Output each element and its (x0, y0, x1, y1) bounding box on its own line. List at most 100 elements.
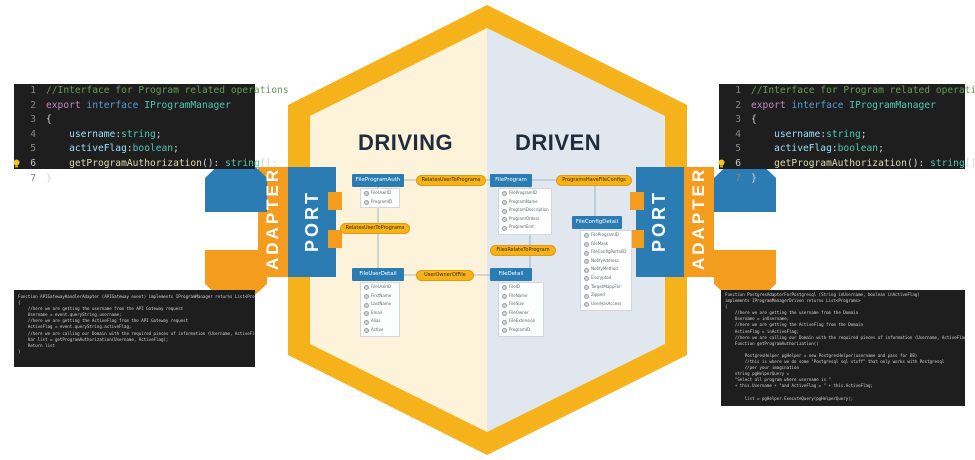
code-line: 7} (14, 172, 255, 187)
entity-field: FileExtension (499, 317, 543, 326)
line-number: 1 (735, 85, 741, 96)
code-line: 7} (719, 172, 965, 187)
code-token: string (826, 128, 861, 140)
code-token: : (820, 128, 827, 140)
code-token: activeFlag (751, 143, 832, 155)
driven-label: DRIVEN (515, 130, 602, 155)
entity-field: ProgramID (361, 198, 399, 207)
code-token: getProgramAuthorization (46, 157, 202, 169)
entity-fileprogramauth-title: FileProgramAuth (352, 174, 404, 187)
entity-field: FileOwner (499, 309, 543, 318)
entity-field: UserHasAccess (581, 300, 631, 309)
code-token: } (46, 172, 52, 184)
code-token: username (751, 128, 821, 140)
code-token: IProgramManager (849, 99, 936, 111)
entity-field: Zipped (581, 291, 631, 300)
entity-fileprogram-title: FileProgram (490, 174, 532, 187)
entity-field: ProgramEnd (499, 223, 551, 232)
entity-fileprogram-fields: FileProgramID ProgramName ProgramDescrip… (498, 188, 552, 235)
line-number: 5 (735, 143, 741, 155)
entity-field: FileSize (499, 300, 543, 309)
code-line: 6 getProgramAuthorization(): string[]; (13, 157, 277, 172)
code-token: activeFlag (46, 143, 127, 155)
code-token: string (225, 157, 260, 169)
entity-field: ProgramID (499, 326, 543, 335)
line-number: 2 (30, 99, 36, 111)
code-line: 4 username:string; (719, 128, 965, 143)
code-token: (): (201, 157, 226, 169)
code-token: export (46, 99, 87, 111)
code-token: []; (964, 157, 975, 169)
line-number: 6 (30, 157, 36, 169)
right-port-adapter (630, 167, 714, 277)
line-number: 7 (735, 172, 741, 184)
entity-fileuserdetail-fields: FileUserID FirstName LastName Email Alia… (360, 282, 400, 337)
entity-fileconfigdetail-title: FileConfigDetail (572, 216, 622, 229)
entity-filedetail-title: FileDetail (490, 268, 532, 281)
code-token: string (121, 128, 156, 140)
lightbulb-icon[interactable] (13, 159, 20, 168)
code-token: { (751, 114, 757, 126)
code-token: interface (791, 99, 850, 111)
right-top-code-panel: 1 //Interface for Program related operati… (718, 84, 975, 184)
line-number: 3 (30, 114, 36, 126)
entity-field: FileMask (581, 240, 631, 249)
left-adapter-label: ADAPTER (263, 166, 282, 270)
entity-field: ProgramOrders (499, 215, 551, 224)
entity-field: Email (361, 309, 399, 318)
entity-field: FileUserID (361, 283, 399, 292)
code-token: interface (86, 99, 145, 111)
entity-field: FileUserID (361, 189, 399, 198)
entity-field: FileName (499, 292, 543, 301)
entity-fileuserdetail-title: FileUserDetail (352, 268, 404, 281)
code-token: export (751, 99, 792, 111)
right-bottom-code-panel: Function PostgresAdapterForPostgresql (S… (721, 290, 965, 406)
line-number: 2 (735, 99, 741, 111)
entity-field: Active (361, 326, 399, 335)
line-number: 7 (30, 172, 36, 184)
code-line: 3{ (719, 113, 965, 128)
entity-fileconfigdetail-fields: FileProgramID FileMask FileConfigPortalI… (580, 230, 632, 311)
entity-fileprogramauth-fields: FileUserID ProgramID (360, 188, 400, 208)
relation-pill: RelatesUserToPrograms (416, 175, 486, 186)
code-token: : (831, 143, 838, 155)
entity-field: LastName (361, 300, 399, 309)
line-number: 5 (30, 143, 36, 155)
line-number: 4 (735, 128, 741, 140)
right-port-label: PORT (649, 189, 669, 252)
entity-field: FileID (499, 283, 543, 292)
entity-field: ProgramDescription (499, 206, 551, 215)
line-number: 4 (30, 128, 36, 140)
code-token: : (126, 143, 133, 155)
code-token: boolean (132, 143, 174, 155)
code-token: { (46, 114, 52, 126)
right-adapter-label: ADAPTER (689, 166, 708, 270)
code-line: 1//Interface for Program related operati… (14, 84, 288, 99)
code-line: 2 export interface IProgramManager (719, 99, 965, 114)
lightbulb-icon[interactable] (718, 159, 725, 168)
entity-field: Alias (361, 317, 399, 326)
line-number: 6 (735, 157, 741, 169)
entity-field: TargetMappFor (581, 283, 631, 292)
left-bottom-code-panel: Function APIGatewayHandlerAdapter (APIGa… (14, 290, 255, 367)
code-line: 4 username:string; (14, 128, 255, 143)
code-line: 5 activeFlag:boolean; (719, 142, 965, 157)
entity-field: FirstName (361, 292, 399, 301)
code-token: []; (259, 157, 278, 169)
code-line: 5 activeFlag:boolean; (14, 142, 255, 157)
relation-pill: FilesRelateToProgram (490, 245, 556, 256)
relation-pill: RelatesUserToPrograms (340, 223, 410, 234)
entity-field: NotifyAddress (581, 257, 631, 266)
entity-field: FileProgramID (499, 189, 551, 198)
code-token: //Interface for Program related operatio… (751, 85, 975, 96)
entity-field: ProgramName (499, 198, 551, 207)
code-token: } (751, 172, 757, 184)
code-token: //Interface for Program related operatio… (46, 85, 289, 96)
code-token: string (930, 157, 965, 169)
entity-field: FileProgramID (581, 231, 631, 240)
code-token: IProgramManager (144, 99, 231, 111)
entity-field: FileConfigPortalID (581, 248, 631, 257)
code-token: ; (155, 128, 162, 140)
entity-field: Encrypted (581, 274, 631, 283)
code-token: ; (173, 143, 179, 155)
